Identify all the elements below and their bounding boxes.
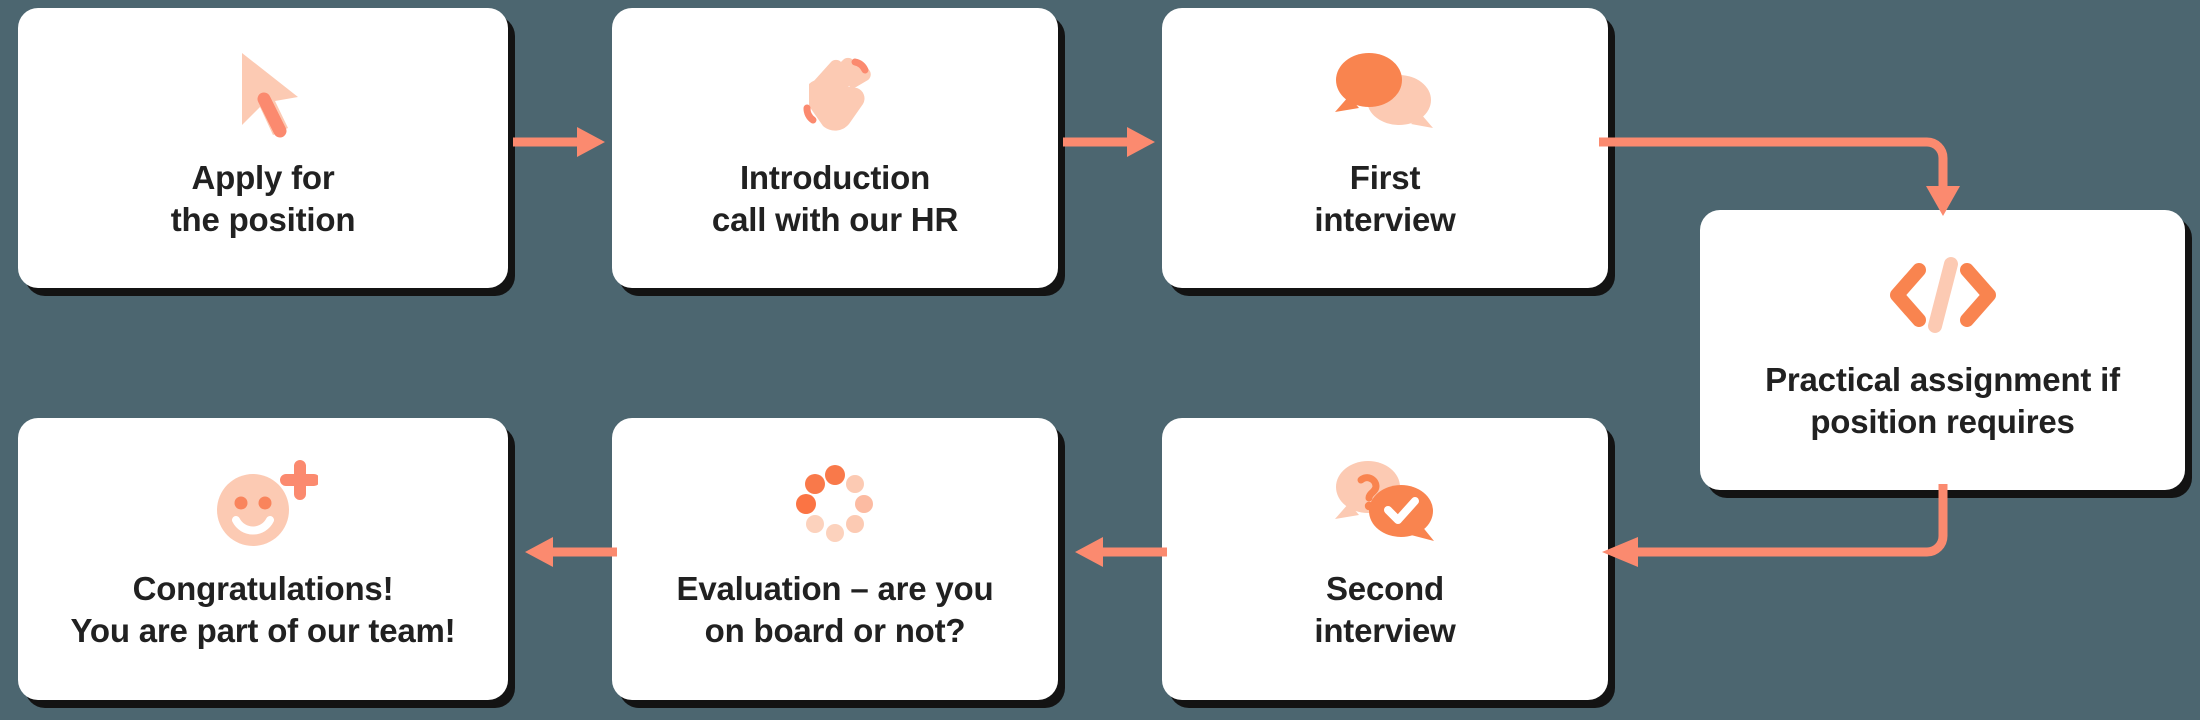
question-check-bubbles-icon: [1333, 456, 1437, 552]
card-introduction-call-with-our-hr[interactable]: Introduction call with our HR: [612, 8, 1058, 288]
connector-apply-to-intro: [513, 127, 605, 157]
cursor-arrow-icon: [220, 45, 306, 141]
connector-practical-to-second: [1602, 484, 1948, 567]
loading-spinner-icon: [793, 456, 877, 552]
code-brackets-icon: [1885, 247, 2001, 343]
card-label: Practical assignment if position require…: [1765, 360, 2120, 440]
card-practical-assignment[interactable]: Practical assignment if position require…: [1700, 210, 2185, 490]
card-label: First interview: [1314, 158, 1456, 238]
card-label: Introduction call with our HR: [711, 158, 959, 238]
card-label: Congratulations! You are part of our tea…: [70, 569, 456, 649]
card-label: Evaluation – are you on board or not?: [676, 569, 994, 649]
smiley-plus-icon: [208, 456, 318, 552]
card-evaluation[interactable]: Evaluation – are you on board or not?: [612, 418, 1058, 700]
speech-bubbles-icon: [1333, 45, 1437, 141]
connector-second-to-evaluation: [1075, 537, 1167, 567]
card-congratulations[interactable]: Congratulations! You are part of our tea…: [18, 418, 508, 700]
waving-hand-icon: [789, 45, 881, 141]
connector-evaluation-to-congrats: [525, 537, 617, 567]
card-apply-for-the-position[interactable]: Apply for the position: [18, 8, 508, 288]
card-second-interview[interactable]: Second interview: [1162, 418, 1608, 700]
card-first-interview[interactable]: First interview: [1162, 8, 1608, 288]
connector-intro-to-first: [1063, 127, 1155, 157]
card-label: Second interview: [1314, 569, 1456, 649]
card-label: Apply for the position: [170, 158, 356, 238]
